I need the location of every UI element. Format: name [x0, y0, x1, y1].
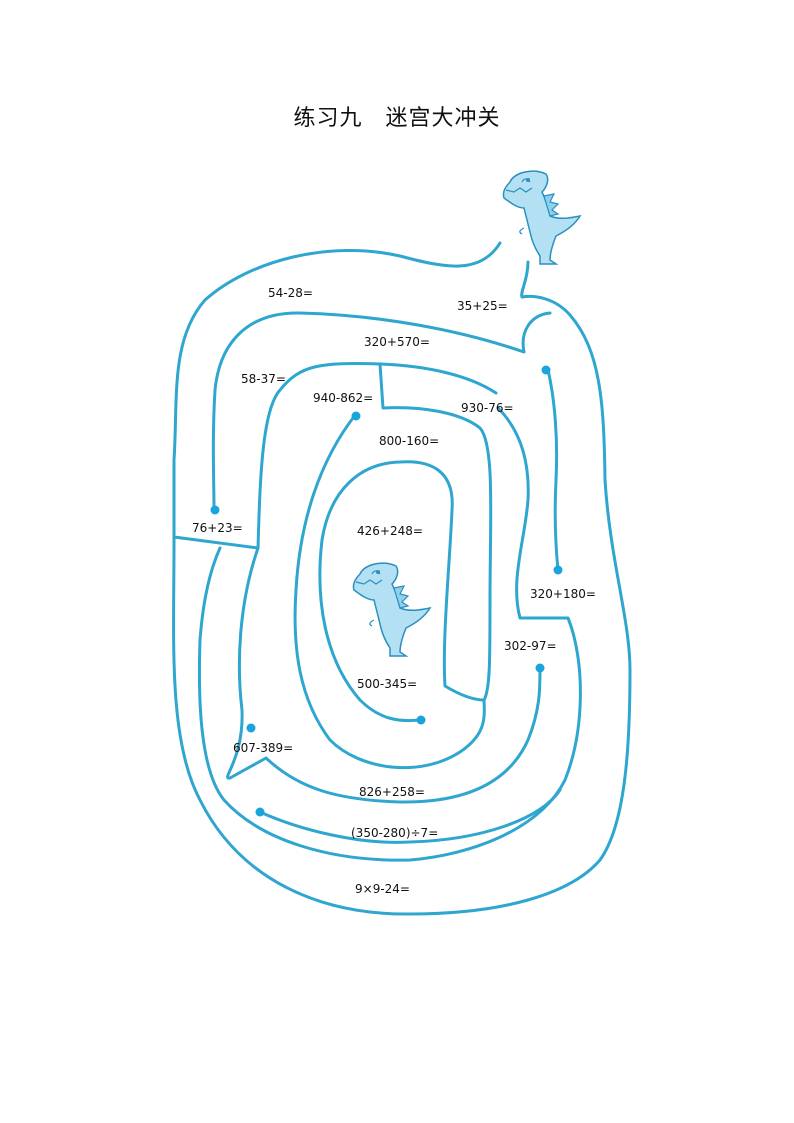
maze-wall-b: [172, 362, 498, 550]
endpoint-dot: [416, 715, 426, 725]
problem-label: 58-37=: [241, 372, 286, 386]
maze-outer-wall: [172, 241, 632, 916]
endpoint-dot: [553, 565, 563, 575]
problem-label: 320+570=: [364, 335, 430, 349]
problem-label: 426+248=: [357, 524, 423, 538]
dinosaur-icon: [352, 562, 432, 657]
problem-label: 35+25=: [457, 299, 508, 313]
problem-label: 826+258=: [359, 785, 425, 799]
page-title: 练习九 迷宫大冲关: [293, 106, 501, 131]
problem-label: 940-862=: [313, 391, 373, 405]
maze-endpoints: [210, 365, 563, 817]
maze-wall-c: [318, 362, 493, 723]
problem-labels: 54-28= 35+25= 320+570= 58-37= 940-862= 9…: [192, 286, 596, 896]
maze-wall-g: [546, 368, 560, 572]
problem-label: 800-160=: [379, 434, 439, 448]
problem-label: 76+23=: [192, 521, 243, 535]
problem-label: 930-76=: [461, 401, 514, 415]
endpoint-dot: [210, 505, 220, 515]
problem-label: 320+180=: [530, 587, 596, 601]
endpoint-dot: [351, 411, 361, 421]
problem-label: 302-97=: [504, 639, 557, 653]
problem-label: 9×9-24=: [355, 882, 410, 896]
problem-label: 500-345=: [357, 677, 417, 691]
problem-label: 607-389=: [233, 741, 293, 755]
maze-wall-d: [293, 412, 486, 770]
endpoint-dot: [541, 365, 551, 375]
maze-wall-a: [211, 311, 552, 512]
maze-entrance-wall: [520, 260, 530, 299]
maze-wall-f: [226, 546, 542, 804]
endpoint-dot: [255, 807, 265, 817]
endpoint-dot: [246, 723, 256, 733]
maze-wall-e: [197, 406, 582, 862]
problem-label: (350-280)÷7=: [351, 826, 438, 840]
maze-wall-h: [258, 788, 562, 844]
endpoint-dot: [535, 663, 545, 673]
dinosaur-icon: [502, 170, 582, 265]
problem-label: 54-28=: [268, 286, 313, 300]
maze-walls: [172, 241, 632, 916]
